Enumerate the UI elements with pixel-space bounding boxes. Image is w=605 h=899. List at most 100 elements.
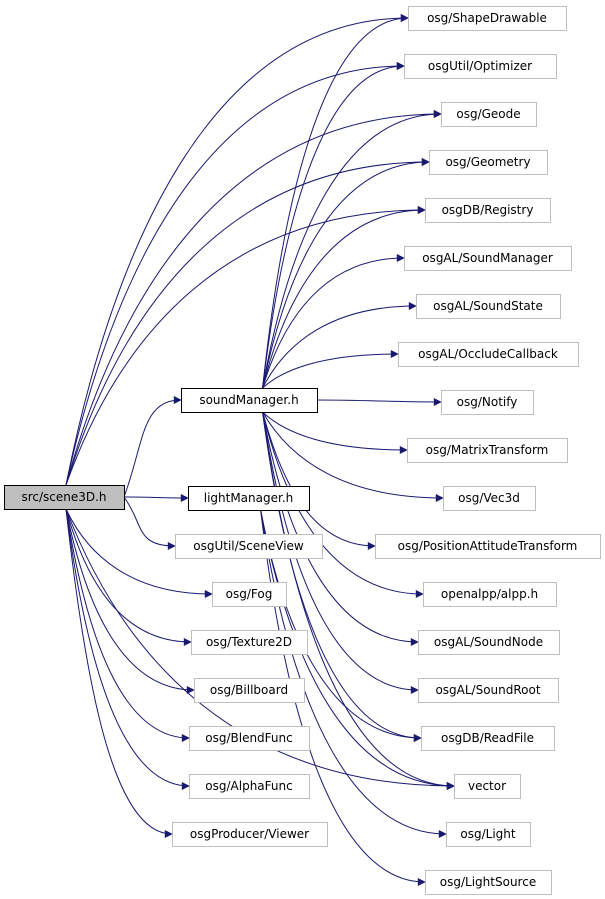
edge-soundManager-to-notify	[316, 397, 442, 406]
node-osg-db-read-file[interactable]: osgDB/ReadFile	[421, 726, 555, 751]
node-box	[188, 486, 310, 511]
node-osg-al-sound-node[interactable]: osgAL/SoundNode	[418, 630, 560, 655]
node-box	[172, 822, 328, 847]
node-box	[443, 486, 536, 511]
edge-soundManager-to-alSoundRoot	[262, 411, 419, 694]
edge-root-to-lightManager	[123, 493, 189, 502]
node-osg-notify[interactable]: osg/Notify	[441, 390, 534, 415]
node-osg-db-registry[interactable]: osgDB/Registry	[425, 198, 551, 223]
node-osg-al-sound-manager[interactable]: osgAL/SoundManager	[404, 246, 572, 271]
node-box	[194, 678, 305, 703]
node-box	[441, 102, 537, 127]
node-osg-light-source[interactable]: osg/LightSource	[425, 870, 552, 895]
edge-root-to-soundManager	[123, 396, 182, 498]
node-box	[189, 726, 310, 751]
node-label: osgProducer/Viewer	[190, 827, 309, 841]
node-label: osgUtil/SceneView	[193, 539, 304, 553]
node-box	[423, 582, 557, 607]
node-openalpp-alpp-h[interactable]: openalpp/alpp.h	[423, 582, 557, 607]
edge-root-to-alphaFunc	[65, 508, 190, 790]
node-box	[429, 150, 548, 175]
node-osg-al-occlude-callback[interactable]: osgAL/OccludeCallback	[398, 342, 579, 367]
node-sound-manager-h[interactable]: soundManager.h	[181, 388, 318, 413]
node-box	[398, 342, 579, 367]
node-osg-alpha-func[interactable]: osg/AlphaFunc	[189, 774, 310, 799]
node-label: src/scene3D.h	[21, 490, 106, 504]
node-label: osgAL/SoundRoot	[435, 683, 540, 697]
node-osg-producer-viewer[interactable]: osgProducer/Viewer	[172, 822, 328, 847]
node-osg-billboard[interactable]: osg/Billboard	[194, 678, 305, 703]
node-box	[446, 822, 531, 847]
node-box	[425, 870, 552, 895]
node-layer: src/scene3D.h soundManager.h lightManager.…	[4, 6, 601, 895]
edge-soundManager-to-alSoundManager	[262, 254, 405, 389]
node-box	[408, 6, 567, 31]
node-box	[416, 294, 561, 319]
edge-root-to-geometry	[65, 158, 430, 486]
node-label: osg/LightSource	[440, 875, 536, 889]
node-osg-util-scene-view[interactable]: osgUtil/SceneView	[175, 534, 323, 559]
node-label: osg/ShapeDrawable	[427, 11, 547, 25]
node-box	[418, 630, 560, 655]
node-box	[454, 774, 521, 799]
edge-soundManager-to-shapeDrawable	[262, 14, 409, 389]
edge-root-to-shapeDrawable	[65, 14, 409, 486]
edge-root-to-vector	[65, 508, 455, 790]
node-label: osgAL/OccludeCallback	[418, 347, 558, 361]
edge-soundManager-to-matrixTransform	[262, 411, 408, 454]
node-osg-al-sound-state[interactable]: osgAL/SoundState	[416, 294, 561, 319]
node-osg-texture2-d[interactable]: osg/Texture2D	[191, 630, 308, 655]
node-osg-al-sound-root[interactable]: osgAL/SoundRoot	[418, 678, 559, 703]
node-label: osgUtil/Optimizer	[428, 59, 532, 73]
node-label: osgAL/SoundState	[433, 299, 543, 313]
node-box	[404, 246, 572, 271]
node-label: lightManager.h	[204, 491, 294, 505]
node-box	[175, 534, 323, 559]
node-box	[407, 438, 568, 463]
node-osg-fog[interactable]: osg/Fog	[212, 582, 287, 607]
node-box	[181, 388, 318, 413]
node-label: osg/Geometry	[445, 155, 530, 169]
node-osg-shape-drawable[interactable]: osg/ShapeDrawable	[408, 6, 567, 31]
edge-soundManager-to-pat	[262, 411, 376, 550]
node-label: osg/Fog	[226, 587, 273, 601]
node-label: osgDB/ReadFile	[441, 731, 534, 745]
node-osg-util-optimizer[interactable]: osgUtil/Optimizer	[404, 54, 557, 79]
node-osg-geode[interactable]: osg/Geode	[441, 102, 537, 127]
node-label: osgAL/SoundNode	[434, 635, 543, 649]
edge-root-to-sceneView	[123, 496, 176, 550]
node-box	[375, 534, 601, 559]
edge-soundManager-to-alSoundNode	[262, 411, 419, 646]
node-label: osg/Billboard	[210, 683, 288, 697]
edge-root-to-registry	[65, 206, 426, 486]
node-label: osg/MatrixTransform	[426, 443, 549, 457]
edge-soundManager-to-vec3d	[262, 411, 444, 502]
node-box	[441, 390, 534, 415]
edge-root-to-texture2D	[65, 508, 192, 646]
node-label: osg/AlphaFunc	[205, 779, 292, 793]
edge-root-to-optimizer	[65, 62, 405, 486]
node-box	[212, 582, 287, 607]
node-osg-vec3d[interactable]: osg/Vec3d	[443, 486, 536, 511]
node-box	[4, 485, 125, 510]
edge-soundManager-to-geometry	[262, 158, 430, 389]
edge-root-to-fog	[65, 508, 213, 598]
node-vector[interactable]: vector	[454, 774, 521, 799]
node-label: soundManager.h	[199, 393, 298, 407]
node-osg-light[interactable]: osg/Light	[446, 822, 531, 847]
edge-soundManager-to-registry	[262, 206, 426, 389]
node-box	[418, 678, 559, 703]
edge-root-to-viewer	[65, 508, 173, 838]
node-osg-matrix-transform[interactable]: osg/MatrixTransform	[407, 438, 568, 463]
node-light-manager-h[interactable]: lightManager.h	[188, 486, 310, 511]
node-osg-position-attitude-transform[interactable]: osg/PositionAttitudeTransform	[375, 534, 601, 559]
node-label: osg/PositionAttitudeTransform	[398, 539, 578, 553]
node-label: vector	[468, 779, 506, 793]
node-label: osg/Notify	[457, 395, 518, 409]
edge-layer	[65, 14, 455, 886]
edge-lightManager-to-light	[260, 509, 447, 838]
node-osg-blend-func[interactable]: osg/BlendFunc	[189, 726, 310, 751]
node-osg-geometry[interactable]: osg/Geometry	[429, 150, 548, 175]
node-box	[189, 774, 310, 799]
